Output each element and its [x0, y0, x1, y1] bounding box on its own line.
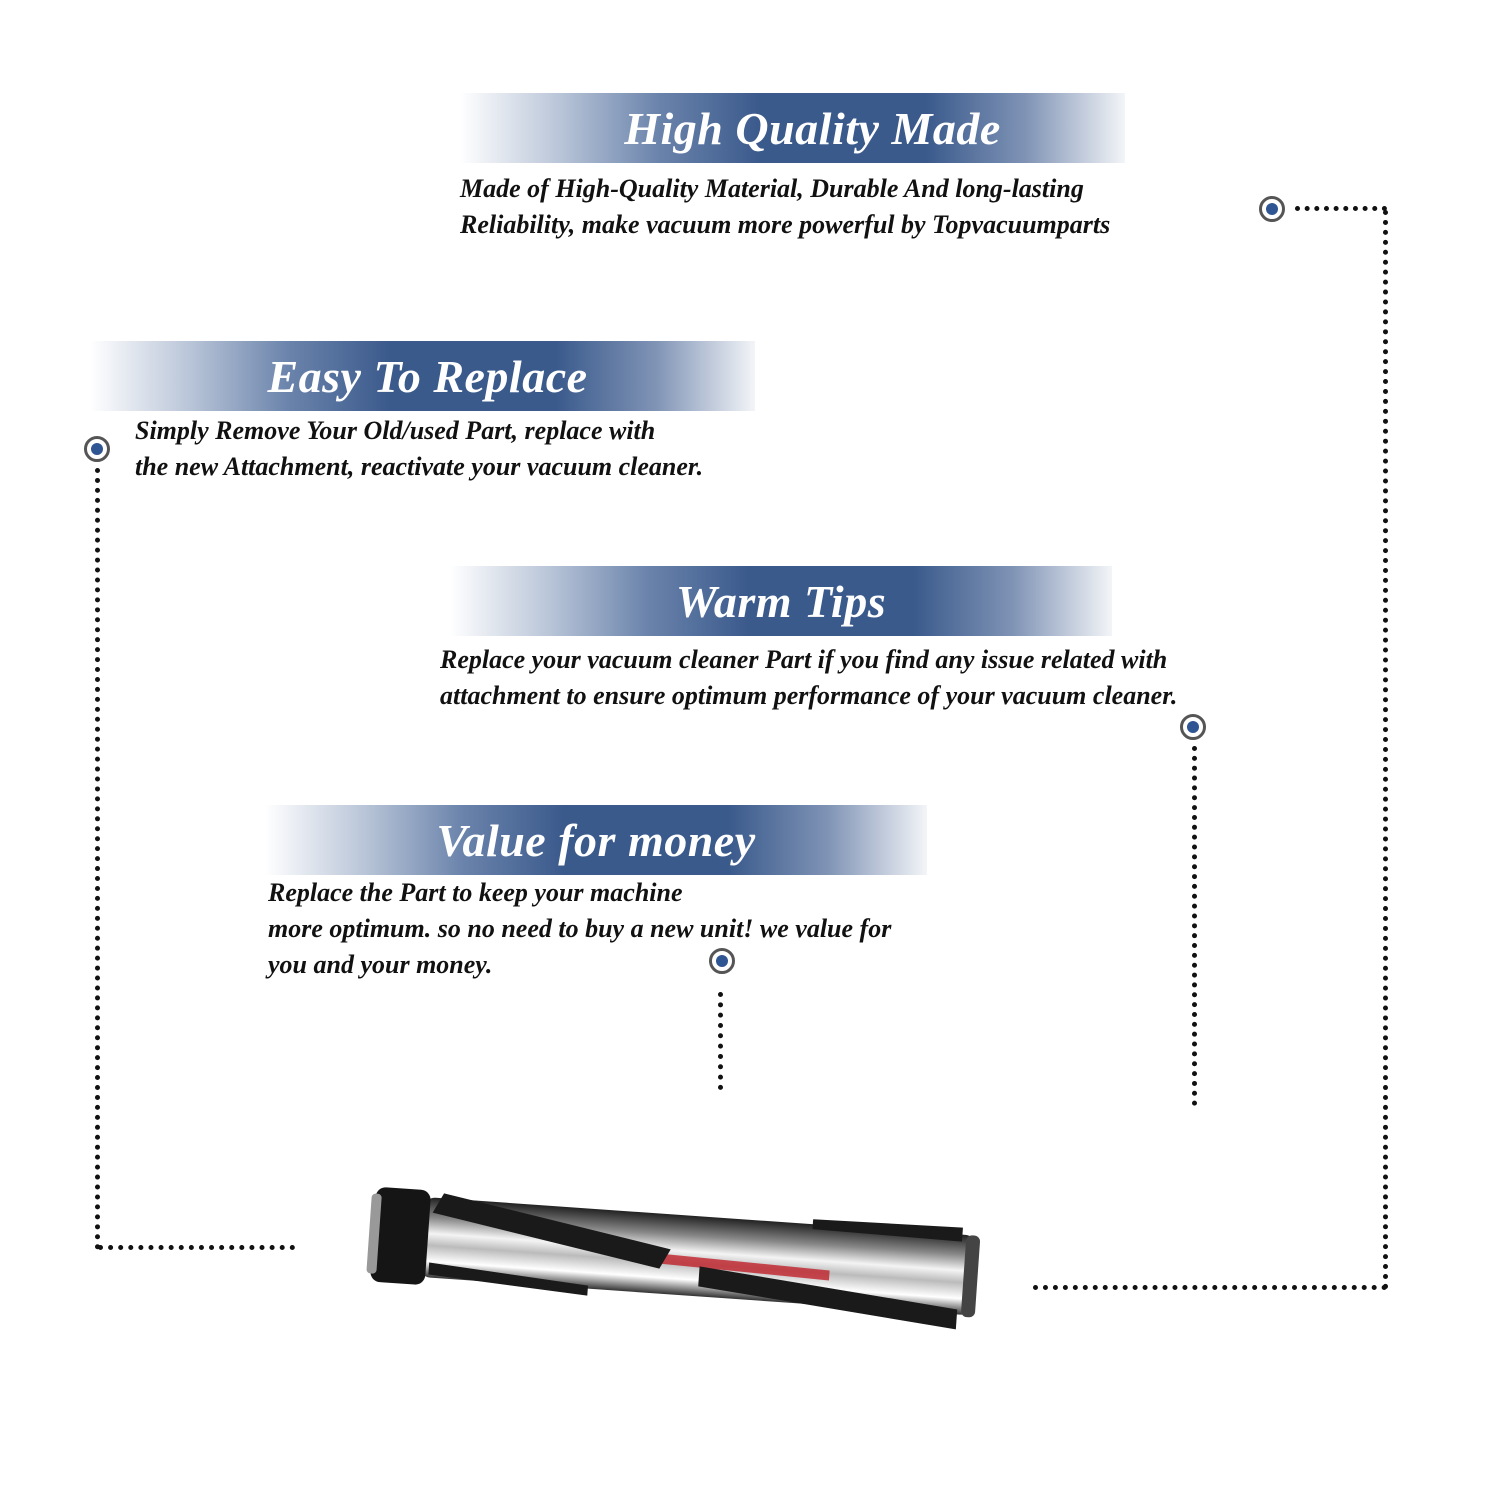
banner-easy-replace: Easy To Replace: [90, 341, 755, 411]
section-description: Replace your vacuum cleaner Part if you …: [440, 645, 1178, 710]
section-title: High Quality Made: [624, 102, 1001, 154]
section-title: Warm Tips: [675, 575, 887, 627]
banner-warm-tips: Warm Tips: [450, 566, 1112, 636]
banner-high-quality: High Quality Made: [460, 93, 1125, 163]
section-description: Made of High-Quality Material, Durable A…: [460, 174, 1111, 239]
connector-line: [1295, 206, 1387, 211]
banner-value-money: Value for money: [265, 805, 927, 875]
marker-icon: [84, 436, 110, 462]
connector-line: [1033, 1285, 1387, 1290]
connector-line: [95, 468, 100, 1250]
vacuum-brush-roll-image: [366, 1187, 981, 1330]
marker-icon: [1259, 196, 1285, 222]
section-description: Simply Remove Your Old/used Part, replac…: [135, 416, 704, 481]
connector-line: [98, 1245, 295, 1250]
connector-line: [1383, 210, 1388, 1290]
section-description: Replace the Part to keep your machine mo…: [268, 878, 892, 979]
section-title: Easy To Replace: [267, 350, 588, 402]
connector-line: [718, 992, 723, 1090]
section-title: Value for money: [436, 814, 756, 866]
connector-line: [1192, 746, 1197, 1106]
marker-icon: [709, 948, 735, 974]
marker-icon: [1180, 714, 1206, 740]
